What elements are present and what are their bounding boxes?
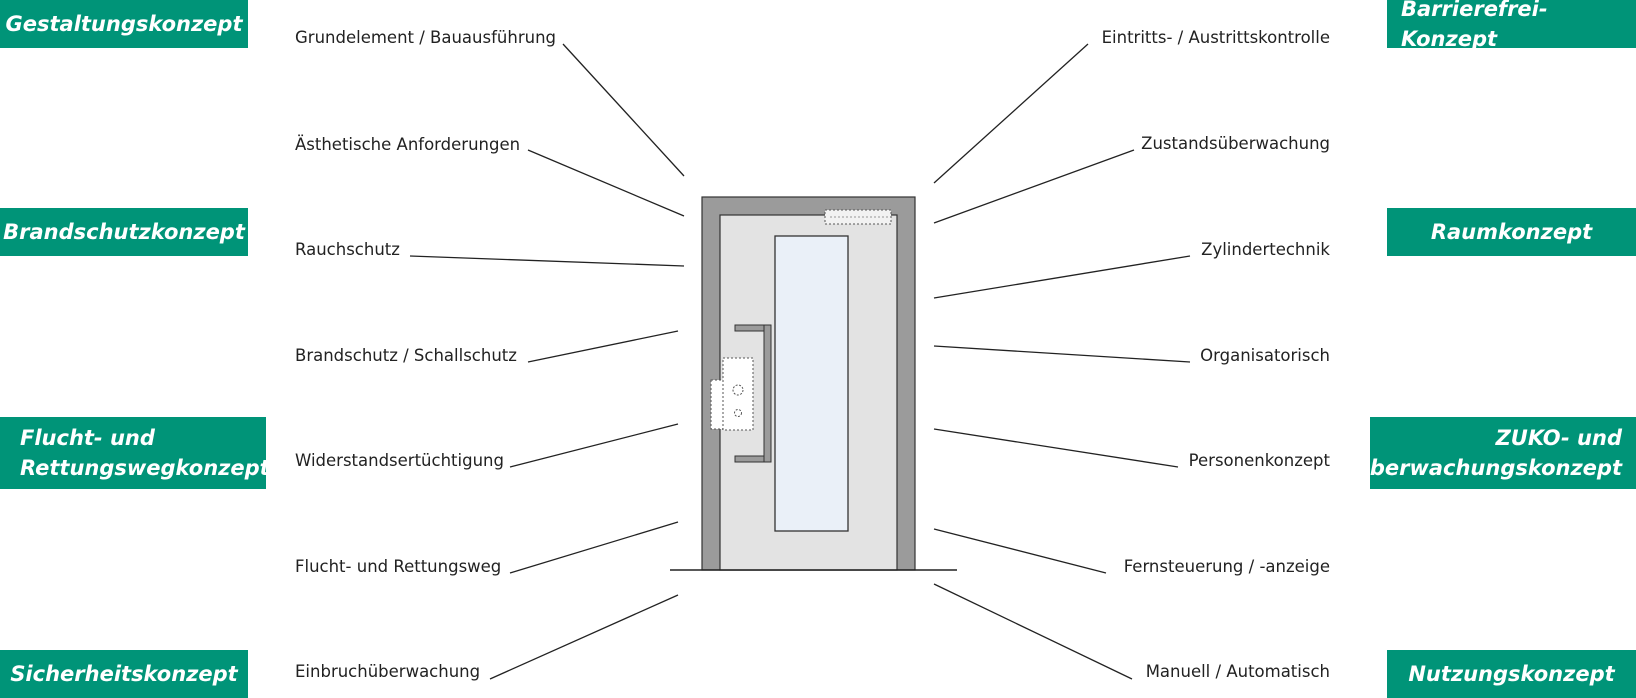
leader-line [933,428,1179,468]
leader-line [409,255,685,267]
category-label: Gestaltungskonzept [5,12,243,36]
category-barrierefrei-konzept: Barrierefrei-Konzept [1387,0,1636,51]
category-zuko-und-ueberwachungskonzept: ZUKO- und Überwachungskonzept [1353,417,1636,489]
glass-panel [774,235,849,532]
category-sicherheitskonzept: Sicherheitskonzept [0,650,248,698]
category-nutzungskonzept: Nutzungskonzept [1387,650,1636,698]
leader-line [527,330,679,363]
label-einbruchueberwachung: Einbruchüberwachung [295,662,481,681]
category-raumkonzept: Raumkonzept [1387,208,1636,256]
category-label: Barrierefrei-Konzept [1401,0,1548,51]
leader-line [527,149,685,217]
category-label-line1: Flucht- und [20,426,155,450]
leader-lines-right [933,43,1191,680]
spindle-hole [734,409,742,417]
leader-line [933,255,1191,299]
category-label-line2: Rettungswegkonzept [20,456,270,480]
leader-line [933,43,1089,184]
category-label: Brandschutzkonzept [3,220,245,244]
leader-line [489,594,679,680]
category-label-line1: ZUKO- und [1495,426,1622,450]
label-organisatorisch: Organisatorisch [1200,346,1330,365]
leader-lines-left [409,43,685,680]
category-label: Raumkonzept [1430,220,1593,244]
category-label-line2: Überwachungskonzept [1352,456,1622,480]
label-zustandsueberwachung: Zustandsüberwachung [1141,134,1330,153]
lock-case-outer [710,379,726,430]
label-personenkonzept: Personenkonzept [1188,451,1330,470]
label-zylindertechnik: Zylindertechnik [1201,240,1330,259]
leader-line [933,345,1191,363]
category-label: Sicherheitskonzept [10,662,238,686]
leader-line [562,43,685,177]
label-manuell-automatisch: Manuell / Automatisch [1145,662,1330,681]
label-widerstandsertuechtigung: Widerstandsertüchtigung [295,451,504,470]
category-brandschutzkonzept: Brandschutzkonzept [0,208,248,256]
category-label: Nutzungskonzept [1408,662,1615,686]
handle-bar [763,324,772,463]
cylinder-hole [732,384,744,396]
lock-case [722,357,754,431]
label-flucht-und-rettungsweg: Flucht- und Rettungsweg [295,557,502,576]
leader-line [933,583,1133,680]
leader-line [509,521,679,574]
leader-line [933,528,1107,574]
label-grundelement: Grundelement / Bauausführung [295,28,556,47]
label-aesthetische-anforderungen: Ästhetische Anforderungen [295,135,521,154]
category-flucht-und-rettungswegkonzept: Flucht- und Rettungswegkonzept [0,417,270,489]
leader-line [509,423,679,468]
label-brandschutz-schallschutz: Brandschutz / Schallschutz [295,346,517,365]
label-eintritts-austrittskontrolle: Eintritts- / Austrittskontrolle [1101,28,1330,47]
category-gestaltungskonzept: Gestaltungskonzept [0,0,248,48]
label-rauchschutz: Rauchschutz [295,240,400,259]
leader-line [933,149,1135,224]
label-fernsteuerung-anzeige: Fernsteuerung / -anzeige [1123,557,1330,576]
